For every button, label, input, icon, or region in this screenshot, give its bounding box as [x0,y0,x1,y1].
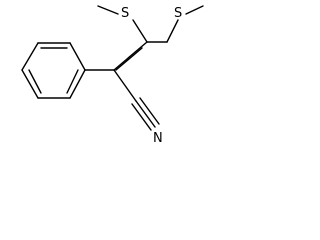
bond-triple-3 [139,97,160,125]
bond-c-c-double-inner [115,47,143,71]
molecule-structure: S S N [21,5,204,146]
ring-bond-4 [21,69,39,99]
ring-bond-1 [69,42,86,71]
bond-s-left-vinyl-carbon [132,19,148,43]
bond-s-right-vinyl-carbon [166,19,179,43]
bond-methyl-s-left [97,5,119,15]
ring-bond-6 [69,69,86,99]
bond-triple-2 [131,103,152,131]
sulfur-left-label: S [121,6,129,21]
bond-alpha-carbon-nitrile [113,69,137,102]
phenyl-ring [21,42,86,99]
molecule-canvas: S S N [0,0,206,154]
bond-triple-1 [135,100,156,128]
ring-double-inner-2 [28,69,42,94]
bond-c-c-double-outer [113,41,148,71]
sulfur-right-label: S [174,6,182,21]
nitrile-nitrogen-label: N [153,131,163,146]
ring-double-inner-3 [66,69,79,94]
ring-bond-3 [21,42,39,71]
bond-methyl-s-right [185,5,204,15]
